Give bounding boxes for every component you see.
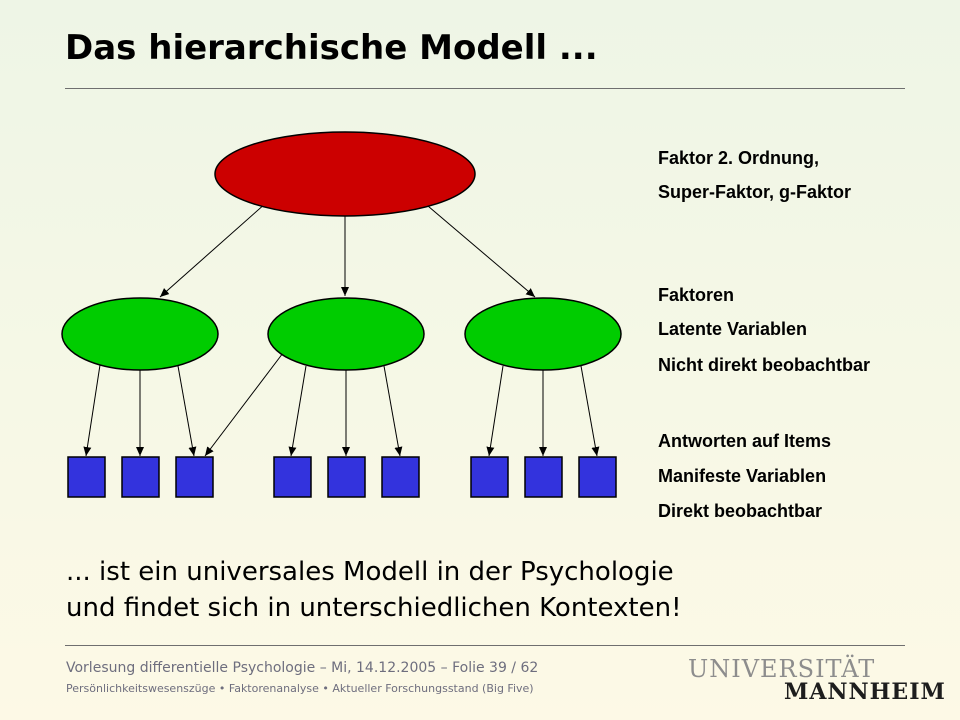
arrow-factor-2-to-item-6 (383, 365, 403, 457)
items-label-line-2: Manifeste Variablen (658, 466, 827, 486)
item-node-6 (381, 456, 420, 498)
summary-text: ... ist ein universales Modell in der Ps… (66, 554, 682, 626)
arrow-factor-2-to-item-3 (204, 352, 284, 457)
footer-divider (65, 645, 905, 646)
factors-label-line-2: Latente Variablen (658, 319, 808, 339)
factors-label-line-1: Faktoren (658, 285, 735, 305)
footer-lecture-info: Vorlesung differentielle Psychologie – M… (66, 660, 539, 676)
items-label-line-3: Direkt beobachtbar (658, 501, 823, 521)
item-node-9 (578, 456, 617, 498)
arrow-super-to-factor-3 (414, 194, 536, 298)
super-factor-label-line-2: Super-Faktor, g-Faktor (658, 182, 852, 202)
summary-line-2: und findet sich in unterschiedlichen Kon… (66, 593, 682, 623)
arrow-super-to-factor-1 (159, 194, 276, 298)
super-factor-node (214, 131, 476, 217)
title-divider (65, 88, 905, 89)
items-label-line-1: Antworten auf Items (658, 431, 832, 451)
arrow-factor-2-to-item-4 (288, 365, 307, 457)
item-node-2 (121, 456, 160, 498)
university-logo-top: UNIVERSITÄT (688, 655, 876, 683)
item-node-3 (175, 456, 214, 498)
arrow-factor-1-to-item-1 (83, 364, 101, 457)
item-node-1 (67, 456, 106, 498)
item-node-5 (327, 456, 366, 498)
slide-title: Das hierarchische Modell ... (65, 28, 598, 68)
item-node-7 (470, 456, 509, 498)
arrow-factor-3-to-item-9 (580, 365, 600, 457)
arrow-factor-3-to-item-7 (486, 365, 504, 457)
item-node-4 (273, 456, 312, 498)
super-factor-label-line-1: Faktor 2. Ordnung, (658, 148, 820, 168)
university-logo-bottom: MANNHEIM (784, 679, 946, 705)
arrow-factor-1-to-item-3 (177, 365, 197, 457)
factor-node-2 (267, 297, 425, 371)
factors-label-line-3: Nicht direkt beobachtbar (658, 355, 871, 375)
footer-topics: Persönlichkeitswesenszüge • Faktorenanal… (66, 682, 534, 695)
factor-node-1 (61, 297, 219, 371)
item-node-8 (524, 456, 563, 498)
summary-line-1: ... ist ein universales Modell in der Ps… (66, 557, 674, 587)
factor-node-3 (464, 297, 622, 371)
